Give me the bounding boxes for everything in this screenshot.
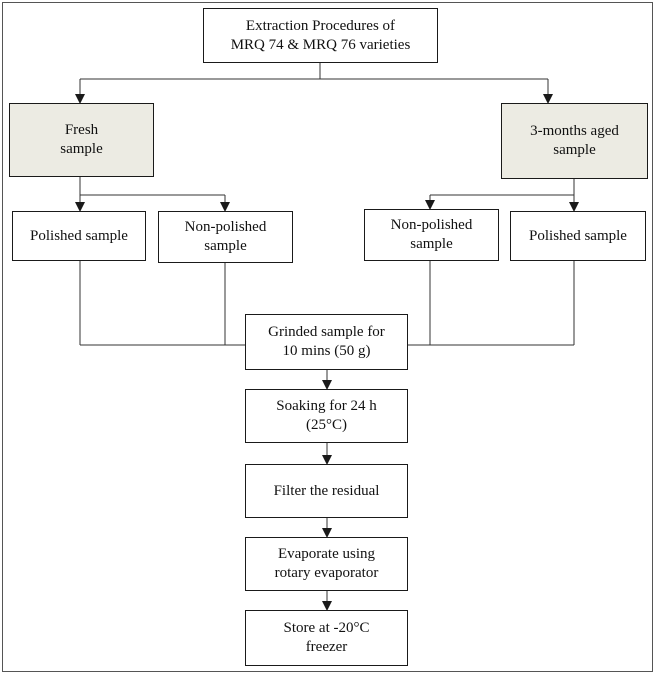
title-box: Extraction Procedures of MRQ 74 & MRQ 76… [203,8,438,63]
fresh-non-polished-box: Non-polished sample [158,211,293,263]
fresh-sample-box: Fresh sample [9,103,154,177]
aged-polished-box: Polished sample [510,211,646,261]
step-evaporate-box: Evaporate using rotary evaporator [245,537,408,591]
aged-non-polished-box: Non-polished sample [364,209,499,261]
step-soaking-box: Soaking for 24 h (25°C) [245,389,408,443]
fresh-polished-box: Polished sample [12,211,146,261]
aged-sample-box: 3-months aged sample [501,103,648,179]
step-filter-box: Filter the residual [245,464,408,518]
step-grinded-box: Grinded sample for 10 mins (50 g) [245,314,408,370]
step-store-box: Store at -20°C freezer [245,610,408,666]
